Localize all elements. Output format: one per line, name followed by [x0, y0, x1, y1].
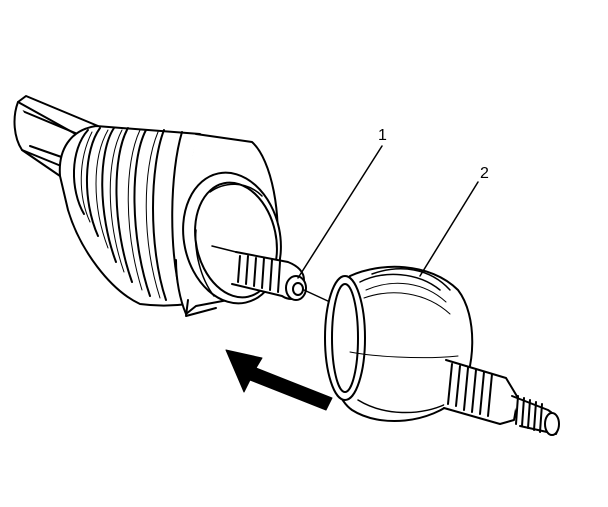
outer-stub-shaft [443, 359, 560, 436]
outer-cv-joint [324, 265, 474, 423]
splined-stub-shaft [211, 245, 331, 303]
direction-arrow [225, 349, 333, 411]
callout-2-leader [419, 181, 479, 277]
callout-1-label: 1 [378, 127, 387, 144]
callout-2-label: 2 [480, 165, 489, 182]
axle-shaft [13, 95, 99, 177]
callout-1-leader [297, 145, 383, 279]
